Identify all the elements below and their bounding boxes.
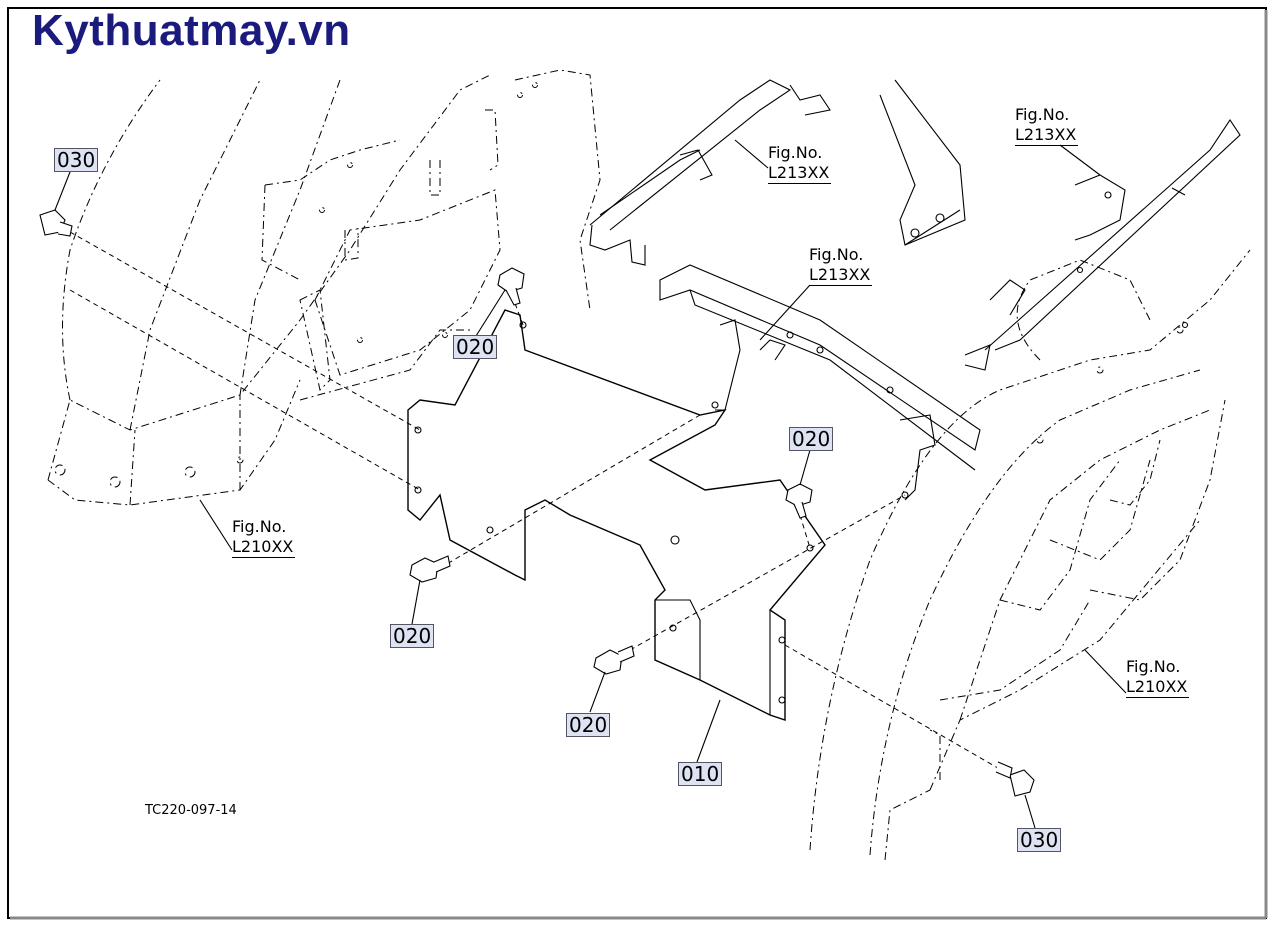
bolt-020-a (497, 267, 525, 306)
left-fender-phantom (47, 69, 601, 506)
fig-ref-1[interactable]: Fig.No. L213XX (768, 143, 832, 184)
bolt-020-b (409, 555, 451, 583)
leader-lines (54, 139, 1127, 829)
upper-frame-phantom (589, 79, 1241, 501)
callout-030-bottom[interactable]: 030 (1017, 828, 1062, 852)
callout-020-a[interactable]: 020 (453, 335, 498, 359)
callout-020-c[interactable]: 020 (789, 427, 834, 451)
fig-ref-4-label: Fig.No. (232, 517, 287, 536)
fig-ref-3-label: Fig.No. (809, 245, 864, 264)
right-fender-phantom (809, 249, 1251, 861)
fig-ref-2-number: L213XX (1015, 125, 1079, 146)
fig-ref-1-label: Fig.No. (768, 143, 823, 162)
callout-030-top[interactable]: 030 (54, 148, 99, 172)
assembly-center-lines (69, 231, 1011, 776)
fig-ref-4[interactable]: Fig.No. L210XX (232, 517, 296, 558)
bolt-030-bottom (995, 761, 1035, 797)
fig-ref-5-label: Fig.No. (1126, 657, 1181, 676)
cover-plate-part-010 (407, 309, 909, 721)
fig-ref-3[interactable]: Fig.No. L213XX (809, 245, 873, 286)
fig-ref-2[interactable]: Fig.No. L213XX (1015, 105, 1079, 146)
fig-ref-2-label: Fig.No. (1015, 105, 1070, 124)
fig-ref-1-number: L213XX (768, 163, 832, 184)
drawing-id-label: TC220-097-14 (145, 803, 237, 818)
fig-ref-4-number: L210XX (232, 537, 296, 558)
callout-020-b[interactable]: 020 (390, 624, 435, 648)
fig-ref-5[interactable]: Fig.No. L210XX (1126, 657, 1190, 698)
fig-ref-3-number: L213XX (809, 265, 873, 286)
callout-010[interactable]: 010 (678, 762, 723, 786)
bolt-020-d (593, 645, 635, 675)
fig-ref-5-number: L210XX (1126, 677, 1190, 698)
callout-020-d[interactable]: 020 (566, 713, 611, 737)
site-brand-logo: Kythuatmay.vn (32, 6, 351, 55)
bolt-030-top (39, 209, 73, 237)
